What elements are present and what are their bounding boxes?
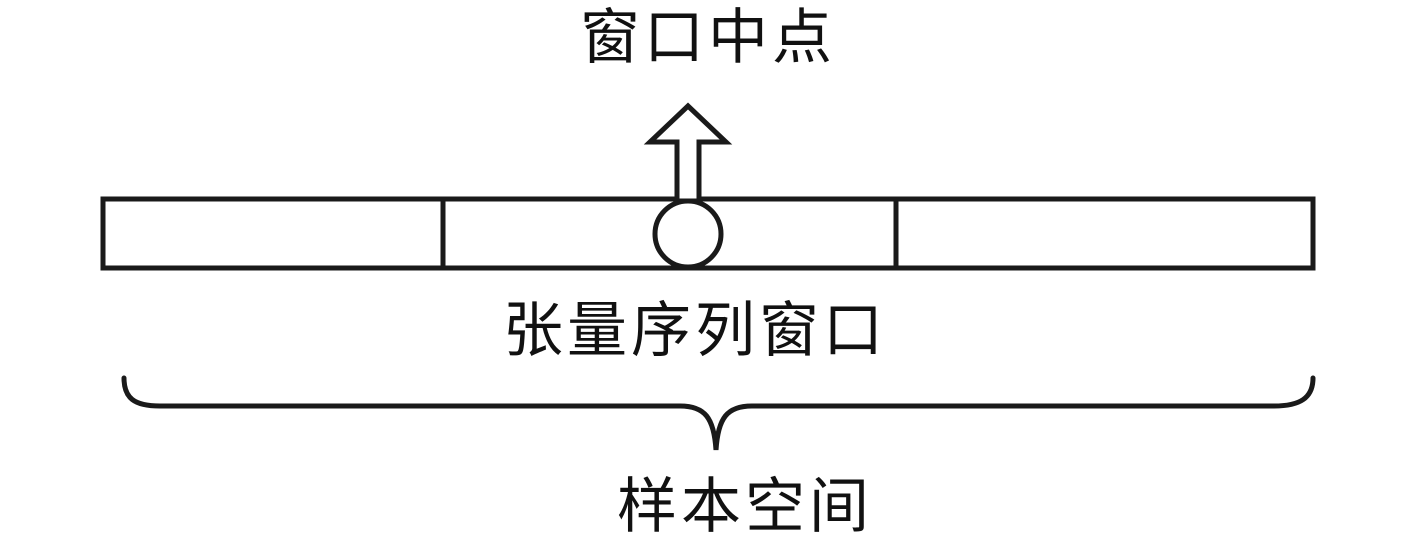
midpoint-circle: [652, 198, 724, 270]
sample-space-label: 样本空间: [617, 472, 873, 542]
sample-space-brace: [121, 375, 1316, 451]
window-midpoint-label: 窗口中点: [580, 3, 836, 73]
tensor-sequence-window-label: 张量序列窗口: [503, 296, 887, 366]
up-arrow: [643, 102, 733, 204]
